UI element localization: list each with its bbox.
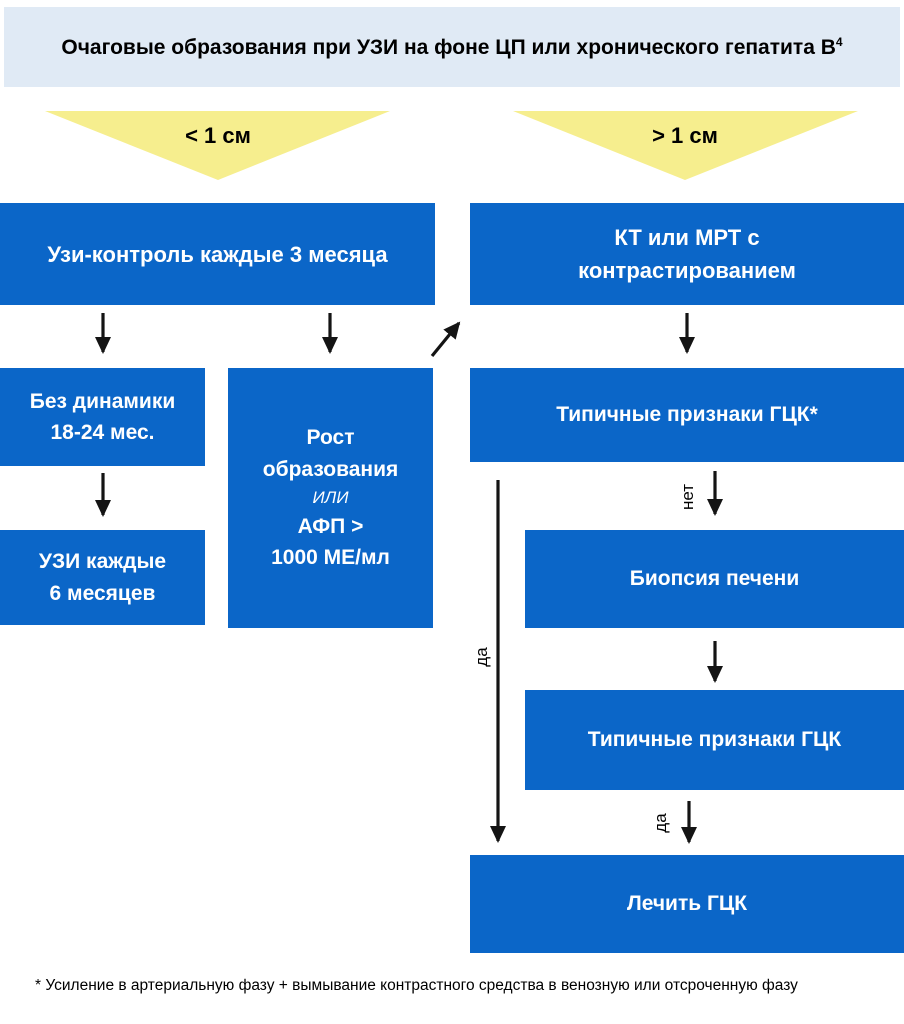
node-tipichnye-priznaki-1-label: Типичные признаки ГЦК* — [556, 403, 818, 427]
edge-label-da-long: да — [472, 647, 491, 667]
branch-label-less-1cm: < 1 см — [185, 123, 251, 148]
node-rost-line3: АФП > — [297, 514, 364, 538]
node-rost-obrazovaniya: Рост образования ИЛИ АФП > 1000 МЕ/мл — [228, 368, 433, 628]
node-lechit-gck-label: Лечить ГЦК — [626, 892, 748, 916]
node-tipichnye-priznaki-2-label: Типичные признаки ГЦК — [587, 728, 842, 752]
node-bez-dinamiki: Без динамики 18-24 мес. — [0, 368, 205, 466]
node-kt-mrt-line2: контрастированием — [578, 258, 796, 283]
node-uzi-6-line1: УЗИ каждые — [38, 550, 167, 573]
edge-label-da-short: да — [651, 813, 670, 833]
node-uzi-control: Узи-контроль каждые 3 месяца — [0, 203, 435, 305]
node-bez-dinamiki-line1: Без динамики — [29, 389, 176, 413]
title-superscript: 4 — [835, 34, 843, 49]
node-uzi-6-mes: УЗИ каждые 6 месяцев — [0, 530, 205, 625]
node-uzi-control-label: Узи-контроль каждые 3 месяца — [47, 241, 388, 267]
node-lechit-gck: Лечить ГЦК — [470, 855, 904, 953]
branch-arrow-left-shape — [45, 111, 390, 180]
page-title: Очаговые образования при УЗИ на фоне ЦП … — [61, 35, 842, 60]
node-bez-dinamiki-line2: 18-24 мес. — [50, 421, 155, 444]
node-rost-line4: 1000 МЕ/мл — [271, 546, 390, 570]
node-tipichnye-priznaki-2: Типичные признаки ГЦК — [525, 690, 904, 790]
node-rost-line2: образования — [262, 457, 399, 481]
arrow-rost-to-ktmrt-diagonal — [430, 321, 461, 358]
node-biopsia-label: Биопсия печени — [629, 567, 800, 591]
node-kt-mrt-line1: КТ или МРТ с — [614, 225, 760, 250]
node-uzi-6-line2: 6 месяцев — [49, 581, 156, 605]
node-rost-line1: Рост — [306, 426, 355, 450]
header-banner: Очаговые образования при УЗИ на фоне ЦП … — [4, 7, 900, 87]
node-tipichnye-priznaki-1: Типичные признаки ГЦК* — [470, 368, 904, 462]
node-kt-mrt: КТ или МРТ с контрастированием — [470, 203, 904, 305]
node-rost-or: ИЛИ — [312, 488, 349, 508]
branch-arrow-right-shape — [513, 111, 858, 180]
page-title-text: Очаговые образования при УЗИ на фоне ЦП … — [61, 35, 836, 59]
branch-label-more-1cm: > 1 см — [652, 123, 718, 148]
edge-label-net: нет — [678, 483, 697, 511]
node-biopsia-pecheni: Биопсия печени — [525, 530, 904, 628]
footnote: * Усиление в артериальную фазу + вымыван… — [35, 977, 798, 994]
